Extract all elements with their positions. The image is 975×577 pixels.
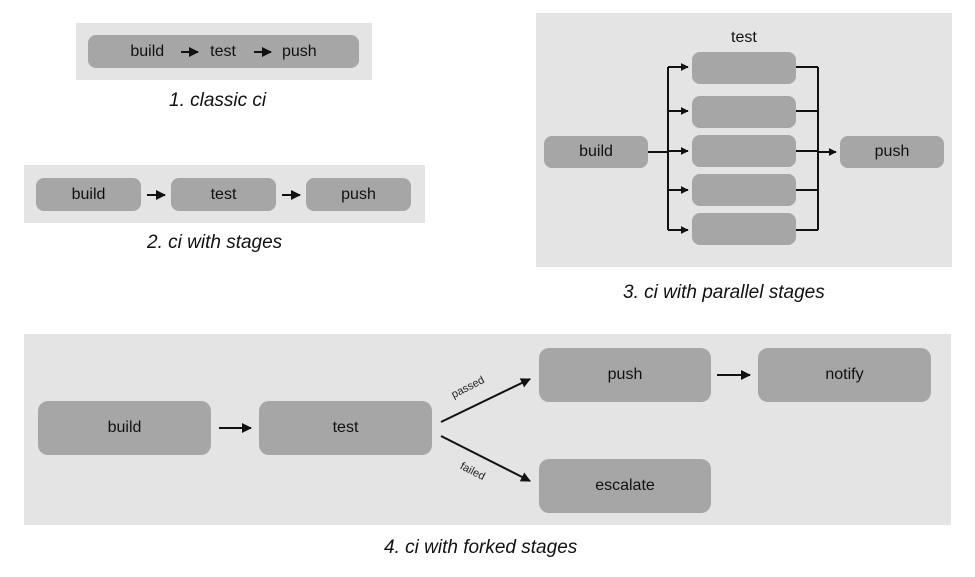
parallel-push-box: push bbox=[840, 136, 944, 168]
forked-notify-box: notify bbox=[758, 348, 931, 402]
parallel-test-box-2 bbox=[692, 96, 796, 128]
stages-push-label: push bbox=[341, 185, 376, 203]
classic-pipeline-box: build test push bbox=[88, 35, 359, 68]
parallel-build-box: build bbox=[544, 136, 648, 168]
forked-build-label: build bbox=[107, 419, 142, 436]
stages-build-label: build bbox=[71, 185, 106, 203]
forked-push-label: push bbox=[607, 366, 643, 383]
stages-test-label: test bbox=[210, 185, 237, 203]
parallel-test-box-3 bbox=[692, 135, 796, 167]
parallel-test-box-4 bbox=[692, 174, 796, 206]
parallel-test-box-1 bbox=[692, 52, 796, 84]
forked-escalate-box: escalate bbox=[539, 459, 711, 513]
forked-arrow-failed bbox=[440, 435, 531, 482]
forked-ci-caption: 4. ci with forked stages bbox=[384, 537, 578, 558]
forked-arrow-passed bbox=[440, 378, 531, 423]
forked-build-box: build bbox=[38, 401, 211, 455]
stages-push-box: push bbox=[306, 178, 411, 211]
forked-test-box: test bbox=[259, 401, 432, 455]
parallel-test-group-label: test bbox=[731, 29, 757, 46]
classic-push-label: push bbox=[281, 42, 317, 60]
forked-notify-label: notify bbox=[825, 366, 864, 383]
stages-ci-caption: 2. ci with stages bbox=[147, 232, 283, 253]
forked-push-box: push bbox=[539, 348, 711, 402]
stages-build-box: build bbox=[36, 178, 141, 211]
parallel-test-box-5 bbox=[692, 213, 796, 245]
classic-ci-caption: 1. classic ci bbox=[169, 90, 267, 111]
parallel-ci-caption: 3. ci with parallel stages bbox=[623, 282, 825, 303]
parallel-push-label: push bbox=[874, 143, 910, 160]
forked-escalate-label: escalate bbox=[595, 477, 655, 494]
forked-test-label: test bbox=[332, 419, 359, 436]
classic-build-label: build bbox=[130, 42, 165, 60]
stages-test-box: test bbox=[171, 178, 276, 211]
classic-test-label: test bbox=[210, 42, 236, 60]
parallel-build-label: build bbox=[579, 143, 613, 160]
